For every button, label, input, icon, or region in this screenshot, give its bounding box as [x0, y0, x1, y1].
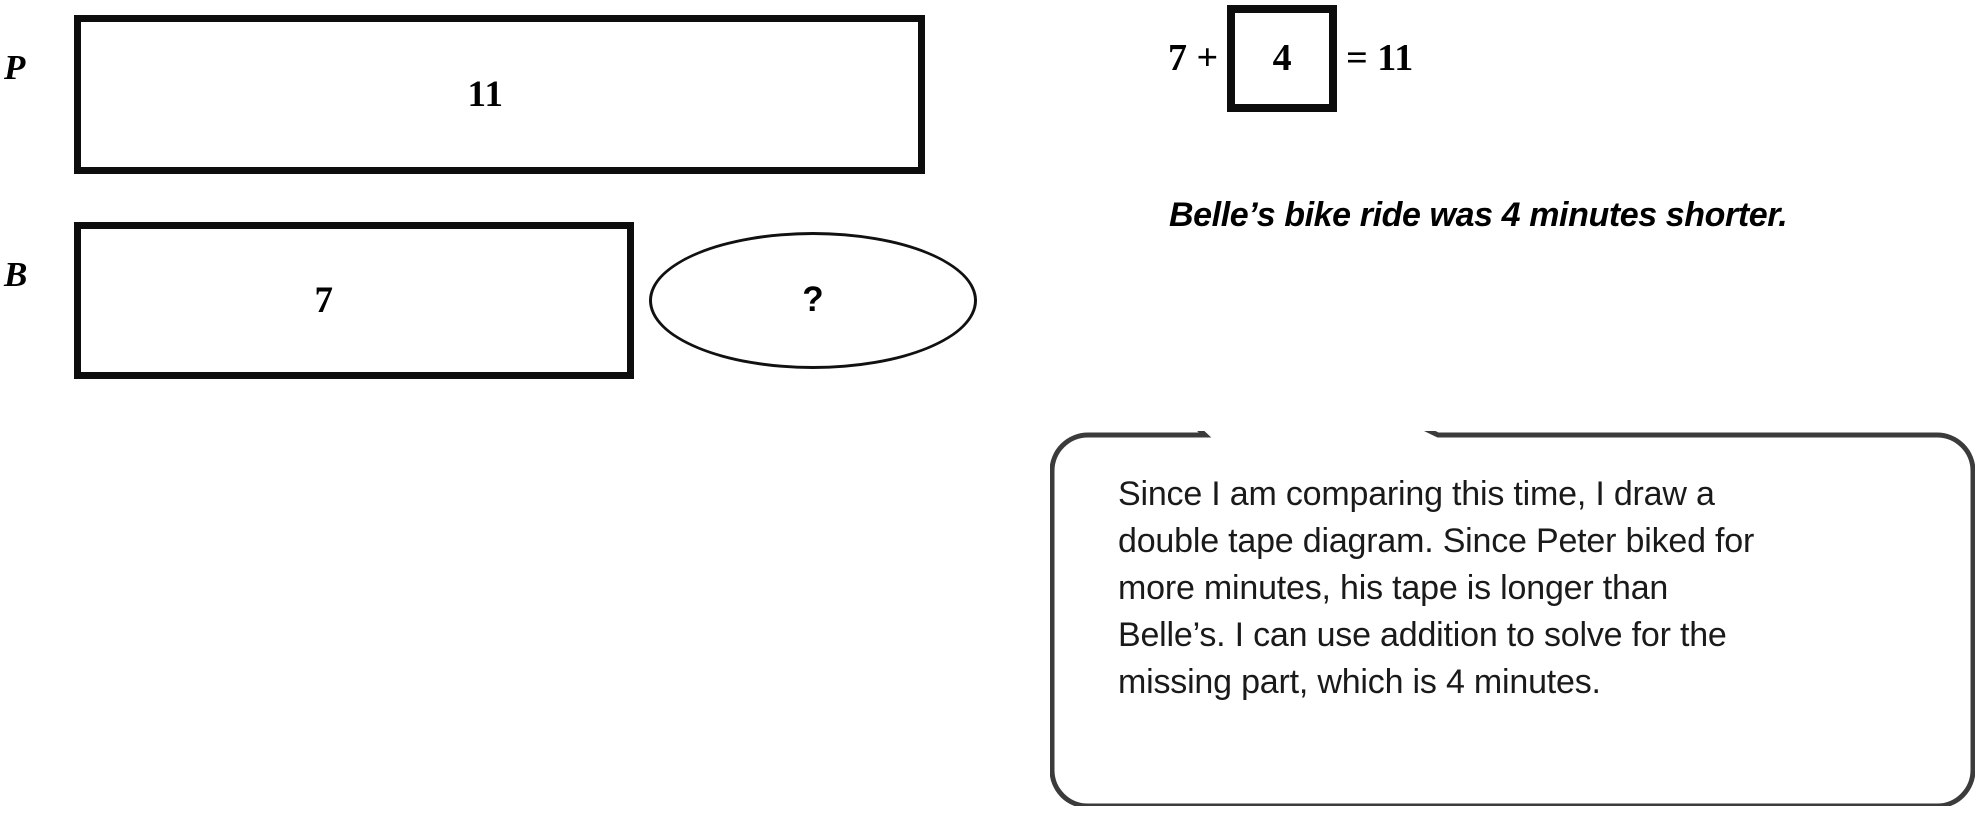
callout-text-block: Since I am comparing this time, I draw a… — [1118, 471, 1938, 706]
callout-outline — [1050, 431, 1975, 806]
tape-label-p: P — [4, 48, 26, 87]
tape-label-b: B — [4, 255, 28, 294]
callout-line: Belle’s. I can use addition to solve for… — [1118, 615, 1727, 654]
comparison-statement: Belle’s bike ride was 4 minutes shorter. — [1169, 196, 1788, 234]
callout-line: Since I am comparing this time, I draw a — [1118, 475, 1715, 513]
question-mark-label: ? — [802, 280, 824, 319]
equation-answer-box: 4 — [1227, 4, 1338, 112]
equation-row: 7 + 4 = 11 — [1168, 3, 1413, 113]
equation-left-term: 7 + — [1168, 37, 1219, 79]
callout-line: missing part, which is 4 minutes. — [1118, 662, 1601, 701]
callout-line: more minutes, his tape is longer than — [1118, 568, 1669, 607]
tape-bar-peter: 11 — [74, 15, 925, 174]
equation-boxed-value: 4 — [1272, 37, 1292, 79]
tape-value-belle: 7 — [314, 280, 334, 321]
callout-shape-svg — [1050, 431, 1975, 806]
tape-bar-belle: 7 — [74, 222, 634, 379]
thought-callout: Since I am comparing this time, I draw a… — [1050, 431, 1975, 806]
equation-right-term: = 11 — [1346, 37, 1414, 79]
tape-value-peter: 11 — [467, 74, 504, 115]
unknown-part-ellipse: ? — [649, 232, 977, 369]
callout-line: double tape diagram. Since Peter biked f… — [1118, 521, 1755, 560]
